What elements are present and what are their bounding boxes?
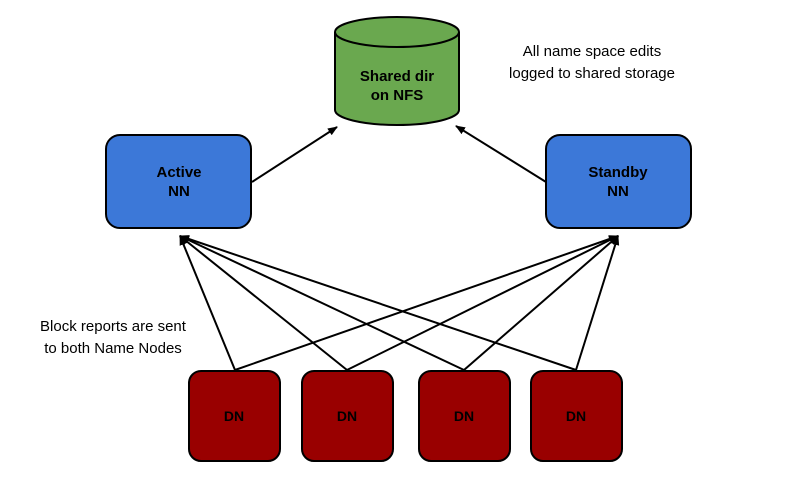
shared-edits-annotation: All name space edits logged to shared st… [509, 43, 675, 82]
active-namenode: Active NN [105, 134, 252, 229]
datanode-box [188, 370, 281, 462]
shared-storage-label-line1: Shared dir [360, 68, 434, 85]
block-reports-annotation: Block reports are sent to both Name Node… [40, 318, 187, 357]
standby-namenode: Standby NN [545, 134, 692, 229]
edge-dn2-to-active [179, 235, 348, 371]
edge-dn4-to-standby [575, 235, 620, 371]
block-reports-annotation-line2: to both Name Nodes [44, 340, 182, 357]
datanode: DN [418, 370, 511, 462]
block-reports-annotation-line1: Block reports are sent [40, 318, 187, 335]
datanode-label: DN [566, 408, 586, 424]
shared-storage-cylinder [334, 16, 460, 126]
shared-storage-node: Shared dir on NFS [334, 16, 460, 126]
datanode-label: DN [337, 408, 357, 424]
datanode-box [301, 370, 394, 462]
edges [179, 125, 620, 371]
edge-dn1-to-active [179, 235, 236, 371]
datanode-label: DN [454, 408, 474, 424]
datanode: DN [530, 370, 623, 462]
edge-dn1-to-standby [234, 235, 619, 371]
shared-storage-label-line2: on NFS [371, 87, 424, 104]
edge-active-to-storage [251, 126, 338, 183]
shared-edits-annotation-line2: logged to shared storage [509, 65, 675, 82]
datanode-box [530, 370, 623, 462]
shared-edits-annotation-line1: All name space edits [523, 43, 661, 60]
datanode-box [418, 370, 511, 462]
standby-namenode-label-line2: NN [607, 183, 629, 200]
active-namenode-label-line1: Active [156, 164, 201, 181]
datanode-label: DN [224, 408, 244, 424]
standby-namenode-label-line1: Standby [588, 164, 648, 181]
edge-dn2-to-standby [346, 235, 619, 371]
active-namenode-label-line2: NN [168, 183, 190, 200]
standby-namenode-box [545, 134, 692, 229]
edge-dn4-to-active [179, 235, 577, 371]
edge-standby-to-storage [455, 125, 547, 183]
datanode: DN [188, 370, 281, 462]
active-namenode-box [105, 134, 252, 229]
datanode: DN [301, 370, 394, 462]
edge-dn3-to-standby [463, 235, 619, 371]
edge-dn3-to-active [179, 235, 465, 371]
shared-storage-cylinder-rim [334, 31, 460, 48]
